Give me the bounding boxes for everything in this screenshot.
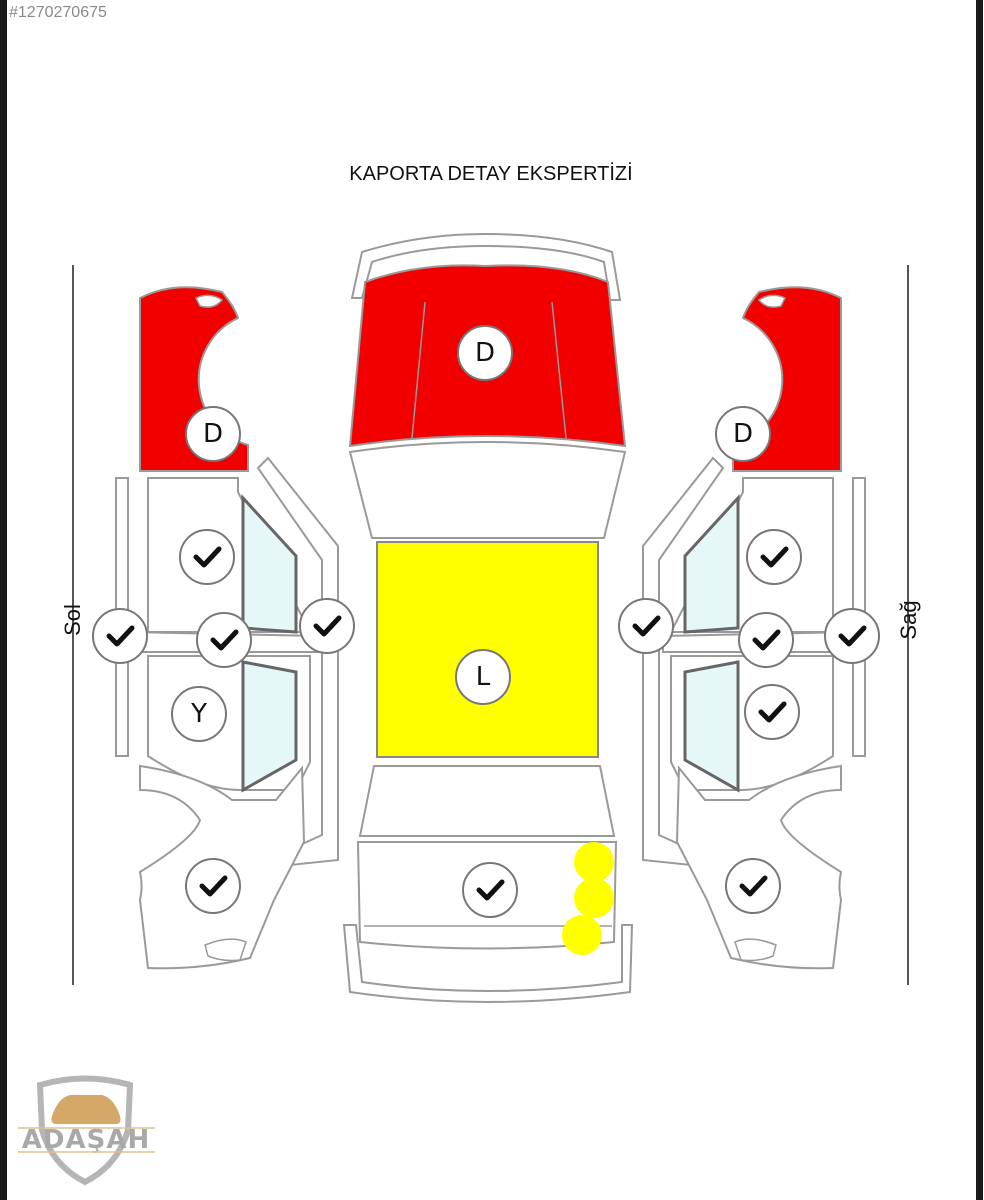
rear-window xyxy=(358,765,616,837)
marker-left-sill[interactable] xyxy=(92,608,148,664)
marker-hood[interactable]: D xyxy=(457,325,513,381)
marker-right-a-pillar[interactable] xyxy=(618,598,674,654)
marker-trunk[interactable] xyxy=(462,862,518,918)
left-border xyxy=(0,0,7,1200)
marker-roof[interactable]: L xyxy=(455,649,511,705)
marker-right-sill[interactable] xyxy=(824,608,880,664)
windshield xyxy=(348,441,627,539)
marker-right-rear-quarter[interactable] xyxy=(725,858,781,914)
marker-left-a-pillar[interactable] xyxy=(299,598,355,654)
local-paint-spot xyxy=(562,915,602,955)
marker-left-front-fender[interactable]: D xyxy=(185,406,241,462)
logo-text: ADAŞAH xyxy=(22,1125,150,1155)
left-side-label: Sol xyxy=(60,604,85,636)
front-bumper[interactable] xyxy=(350,232,622,301)
local-paint-spot xyxy=(574,842,614,882)
marker-label: D xyxy=(733,419,753,449)
local-paint-spot xyxy=(574,878,614,918)
right-side-label: Sağ xyxy=(896,600,921,639)
marker-right-rear-door[interactable] xyxy=(744,684,800,740)
marker-label: D xyxy=(475,338,495,368)
marker-label: D xyxy=(203,419,223,449)
rear-bumper[interactable] xyxy=(342,924,634,1003)
marker-right-front-door[interactable] xyxy=(746,529,802,585)
page-title: KAPORTA DETAY EKSPERTİZİ xyxy=(349,162,632,185)
adasah-logo: ADAŞAH xyxy=(18,1075,155,1186)
marker-left-front-door[interactable] xyxy=(179,529,235,585)
right-border xyxy=(976,0,983,1200)
marker-left-b-pillar[interactable] xyxy=(196,612,252,668)
marker-label: L xyxy=(476,662,491,692)
marker-left-rear-quarter[interactable] xyxy=(185,858,241,914)
marker-left-rear-door[interactable]: Y xyxy=(171,686,227,742)
marker-right-front-fender[interactable]: D xyxy=(715,406,771,462)
marker-right-b-pillar[interactable] xyxy=(738,612,794,668)
car-icon xyxy=(51,1095,121,1124)
marker-label: Y xyxy=(190,699,207,729)
listing-id: #1270270675 xyxy=(9,4,107,21)
